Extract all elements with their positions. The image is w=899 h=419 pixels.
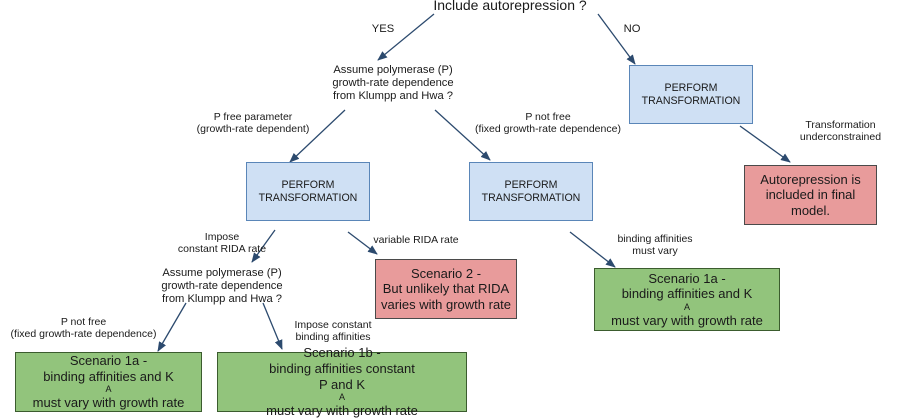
- klumpp-question-top: Assume polymerase (P) growth-rate depend…: [332, 64, 454, 103]
- autorepression-result-box: Autorepression is included in final mode…: [744, 165, 877, 225]
- root-question: Include autorepression ?: [433, 0, 587, 13]
- p-free-parameter-label: P free parameter (growth-rate dependent): [196, 111, 310, 136]
- arrow-left-transform-to-q2: [251, 229, 276, 263]
- arrow-transform-to-autorep: [739, 125, 791, 163]
- constant-rida-label: Impose constant RIDA rate: [177, 231, 267, 256]
- branch-yes-label: YES: [371, 23, 395, 35]
- perform-transformation-box-left: PERFORM TRANSFORMATION: [246, 162, 370, 221]
- arrow-left-transform-to-scenario2: [347, 231, 378, 255]
- scenario-1b-box: Scenario 1b - binding affinities constan…: [217, 345, 467, 418]
- scenario-2-box: Scenario 2 - But unlikely that RIDA vari…: [375, 259, 517, 319]
- p-not-free-label-top: P not free (fixed growth-rate dependence…: [475, 111, 621, 136]
- arrow-root-to-no: [597, 13, 636, 65]
- arrow-q1-to-mid-transform: [434, 109, 491, 161]
- arrow-q2-to-scenario1b: [262, 302, 283, 350]
- arrow-root-to-yes: [377, 13, 435, 61]
- branch-no-label: NO: [623, 23, 641, 35]
- arrow-mid-transform-to-scenario1a: [569, 231, 616, 268]
- perform-transformation-box-no: PERFORM TRANSFORMATION: [629, 65, 753, 124]
- arrow-q2-to-scenario1a: [157, 302, 187, 352]
- arrow-q1-to-left-transform: [289, 109, 346, 163]
- binding-must-vary-label: binding affinities must vary: [617, 233, 693, 258]
- impose-binding-label: Impose constant binding affinities: [294, 319, 372, 344]
- underconstrained-label: Transformation underconstrained: [799, 119, 882, 144]
- klumpp-question-bottom: Assume polymerase (P) growth-rate depend…: [161, 267, 283, 306]
- variable-rida-label: variable RIDA rate: [373, 234, 459, 246]
- p-not-free-label-bottom: P not free (fixed growth-rate dependence…: [10, 316, 157, 341]
- perform-transformation-box-mid: PERFORM TRANSFORMATION: [469, 162, 593, 221]
